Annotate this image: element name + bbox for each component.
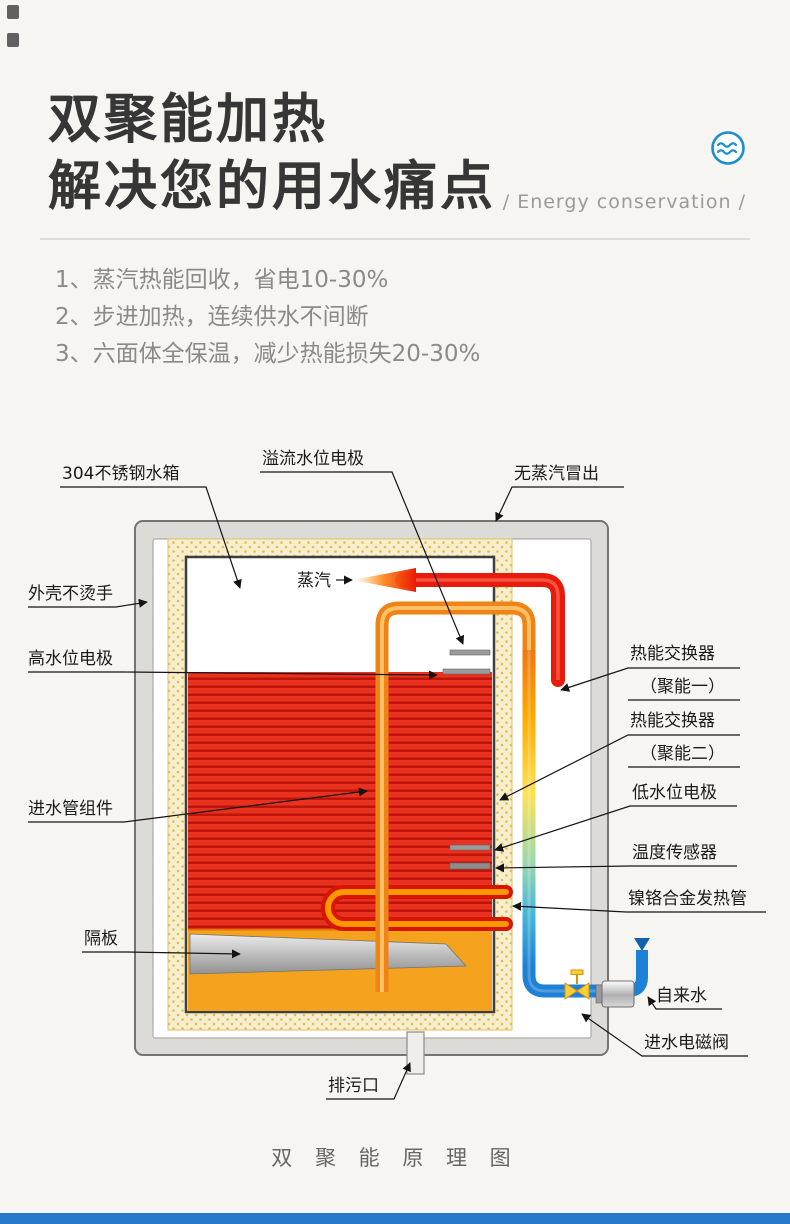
- callout-steam: 蒸汽: [297, 571, 353, 591]
- callout-low-electrode: 低水位电极: [494, 783, 737, 852]
- feature-item: 1、蒸汽热能回收，省电10-30%: [55, 267, 389, 293]
- callout-no-steam: 无蒸汽冒出: [495, 464, 624, 522]
- svg-text:（聚能二）: （聚能二）: [640, 744, 725, 764]
- drain-outlet-stub: [406, 1031, 425, 1075]
- corner-mark: [7, 5, 19, 19]
- electrodes: [442, 649, 491, 870]
- solenoid-valve: [595, 980, 635, 1008]
- svg-text:无蒸汽冒出: 无蒸汽冒出: [514, 464, 599, 484]
- header-divider: [40, 238, 750, 240]
- callout-shell: 外壳不烫手: [28, 584, 148, 608]
- low-electrode-rod: [449, 844, 491, 851]
- temp-sensor-rod: [449, 862, 491, 870]
- page-title-line1: 双聚能加热: [48, 89, 328, 150]
- water-wave-icon: [711, 131, 745, 165]
- callout-heat-exchanger-2: 热能交换器 （聚能二）: [499, 711, 740, 801]
- callout-high-electrode: 高水位电极: [28, 649, 438, 680]
- callout-heat-exchanger-1: 热能交换器 （聚能一）: [560, 644, 740, 701]
- svg-text:温度传感器: 温度传感器: [632, 843, 717, 863]
- svg-text:进水电磁阀: 进水电磁阀: [644, 1033, 729, 1053]
- steam-pipe: [395, 573, 565, 687]
- svg-text:（聚能一）: （聚能一）: [640, 677, 725, 697]
- inlet-pipe-assembly: [375, 601, 536, 992]
- callout-drain: 排污口: [326, 1062, 411, 1100]
- svg-text:隔板: 隔板: [84, 929, 118, 949]
- high-electrode-rod: [442, 668, 491, 675]
- corner-mark: [7, 33, 19, 47]
- feature-item: 3、六面体全保温，减少热能损失20-30%: [55, 341, 481, 367]
- svg-text:蒸汽: 蒸汽: [297, 571, 331, 591]
- footer-accent-bar: [0, 1213, 790, 1224]
- svg-text:进水管组件: 进水管组件: [28, 799, 113, 819]
- callout-tap-water: 自来水: [647, 986, 722, 1010]
- page-title-line2: 解决您的用水痛点: [48, 156, 496, 217]
- callout-tank: 304不锈钢水箱: [60, 464, 242, 589]
- heating-tube: [321, 885, 513, 931]
- svg-text:排污口: 排污口: [328, 1076, 379, 1096]
- svg-text:溢流水位电极: 溢流水位电极: [262, 449, 364, 469]
- callout-inlet-pipe: 进水管组件: [28, 787, 368, 823]
- tagline: / Energy conservation /: [502, 191, 746, 213]
- overflow-electrode-rod: [449, 649, 491, 656]
- heat-exchange-pipe: [522, 650, 606, 998]
- callout-partition: 隔板: [82, 929, 241, 959]
- page-title: 双聚能加热 解决您的用水痛点: [48, 86, 496, 220]
- svg-text:304不锈钢水箱: 304不锈钢水箱: [62, 464, 179, 484]
- partition-plate: [189, 933, 467, 975]
- svg-text:热能交换器: 热能交换器: [630, 711, 715, 731]
- flow-arrow-icon: [634, 938, 650, 951]
- feature-list: 1、蒸汽热能回收，省电10-30% 2、步进加热，连续供水不间断 3、六面体全保…: [55, 262, 480, 373]
- callout-overflow-electrode: 溢流水位电极: [260, 449, 465, 645]
- callout-inlet-valve: 进水电磁阀: [581, 1013, 748, 1057]
- svg-text:热能交换器: 热能交换器: [630, 644, 715, 664]
- svg-text:自来水: 自来水: [656, 986, 707, 1006]
- callout-heating-tube: 镍铬合金发热管: [512, 889, 766, 913]
- feature-item: 2、步进加热，连续供水不间断: [55, 304, 369, 330]
- callout-temp-sensor: 温度传感器: [495, 843, 737, 873]
- diagram-caption: 双 聚 能 原 理 图: [271, 1146, 519, 1170]
- valve-symbol-icon: [564, 969, 590, 1000]
- svg-text:低水位电极: 低水位电极: [632, 783, 717, 803]
- svg-text:高水位电极: 高水位电极: [28, 649, 113, 669]
- svg-text:镍铬合金发热管: 镍铬合金发热管: [628, 889, 747, 909]
- svg-text:外壳不烫手: 外壳不烫手: [28, 584, 113, 604]
- steam-flame: [352, 568, 416, 592]
- callouts: 304不锈钢水箱 溢流水位电极 无蒸汽冒出 外壳不烫手 蒸汽 高水位电极: [28, 449, 766, 1100]
